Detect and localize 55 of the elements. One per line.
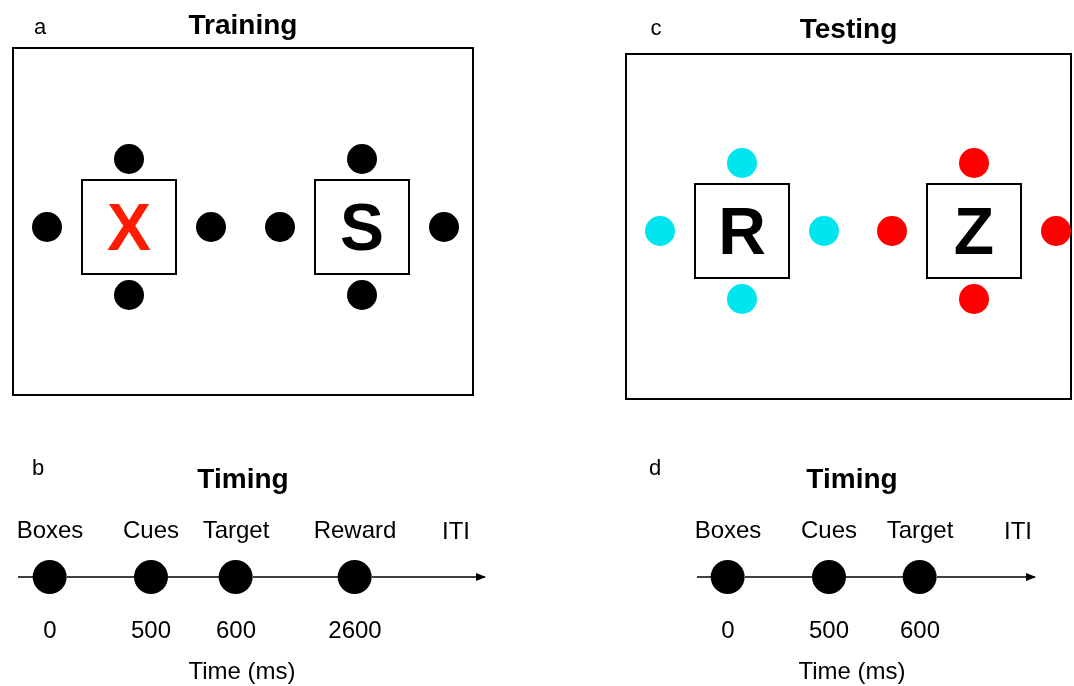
- section-heading: Timing: [806, 463, 898, 495]
- timeline-line: [167, 576, 220, 578]
- event-label: Reward: [313, 515, 397, 545]
- timeline-arrow: [371, 573, 486, 581]
- text-label: Time (ms): [188, 657, 296, 685]
- time-value: 0: [43, 615, 57, 645]
- timeline-line: [252, 576, 339, 578]
- text-label: a: [33, 14, 47, 40]
- time-value: 500: [808, 615, 849, 645]
- time-value: 600: [216, 615, 256, 645]
- cue-dot: [809, 216, 839, 246]
- time-value: 500: [130, 615, 171, 645]
- event-label: Target: [886, 515, 954, 545]
- stimulus-box: S: [314, 179, 410, 275]
- time-value: 0: [721, 615, 735, 645]
- stimulus-box: X: [81, 179, 177, 275]
- text-label: ITI: [442, 517, 470, 545]
- cue-dot: [196, 212, 226, 242]
- cue-dot: [727, 148, 757, 178]
- cue-dot: [265, 212, 295, 242]
- timeline-line: [17, 576, 34, 578]
- timeline-line: [66, 576, 135, 578]
- cue-dot: [114, 280, 144, 310]
- cue-dot: [959, 284, 989, 314]
- cue-dot: [959, 148, 989, 178]
- timeline-line: [744, 576, 813, 578]
- event-label: Cues: [801, 515, 857, 545]
- section-heading: Timing: [197, 463, 289, 495]
- timeline-line: [696, 576, 712, 578]
- text-label: c: [650, 15, 662, 41]
- cue-dot: [727, 284, 757, 314]
- event-label: Boxes: [694, 515, 762, 545]
- event-label: Target: [202, 515, 270, 545]
- cue-dot: [429, 212, 459, 242]
- timeline-arrow: [936, 573, 1036, 581]
- cue-dot: [347, 144, 377, 174]
- text-label: Time (ms): [798, 657, 906, 685]
- text-label: b: [31, 455, 45, 481]
- time-value: 2600: [328, 615, 382, 645]
- timeline-line: [845, 576, 904, 578]
- cue-dot: [347, 280, 377, 310]
- panel-title: Training: [188, 8, 298, 42]
- cue-dot: [114, 144, 144, 174]
- text-label: ITI: [1004, 517, 1032, 545]
- event-label: Cues: [123, 515, 179, 545]
- cue-dot: [877, 216, 907, 246]
- event-label: Boxes: [16, 515, 84, 545]
- time-value: 600: [900, 615, 940, 645]
- cue-dot: [645, 216, 675, 246]
- panel-title: Testing: [799, 12, 898, 46]
- stimulus-box: Z: [926, 183, 1022, 279]
- text-label: d: [648, 455, 662, 481]
- stimulus-box: R: [694, 183, 790, 279]
- cue-dot: [32, 212, 62, 242]
- cue-dot: [1041, 216, 1071, 246]
